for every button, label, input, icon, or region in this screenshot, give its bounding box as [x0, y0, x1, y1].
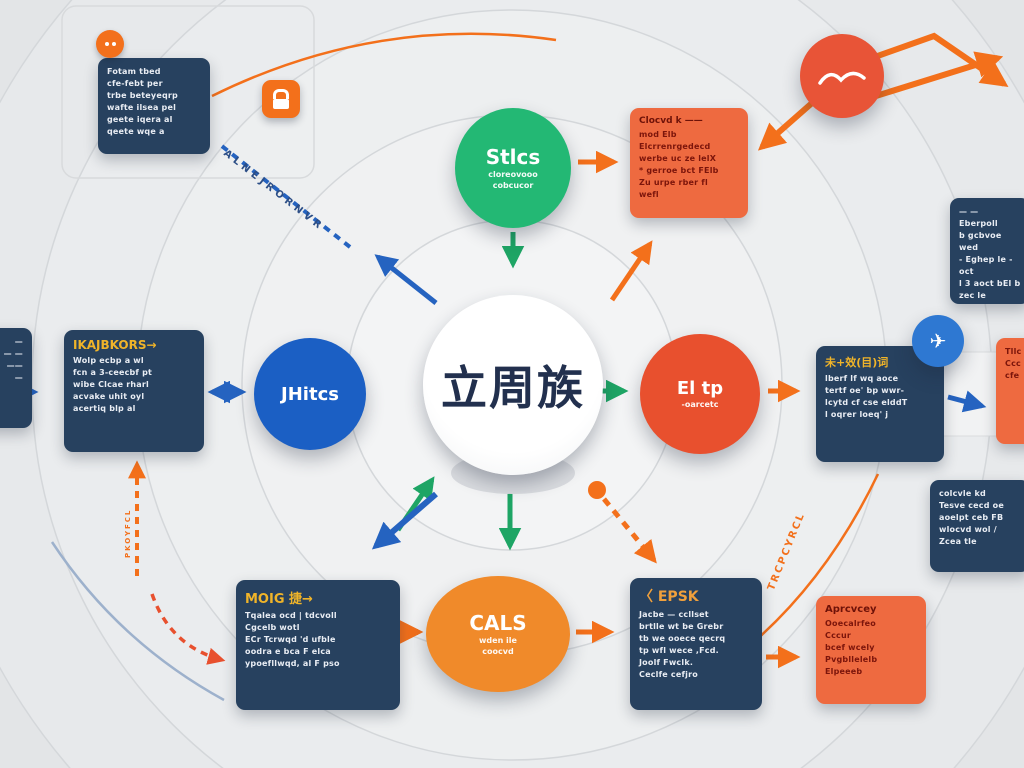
- card-top-orange-heading: Clocvd k ——: [639, 116, 703, 126]
- card-right-lower-text: colcvle kd Tesve cecd oe aoelpt ceb FB w…: [939, 489, 1004, 546]
- card-bottom-right-text: Ooecalrfeo Cccur bcef wcely Pvgbllelelb …: [825, 619, 878, 676]
- node-orange-title: CALS: [469, 610, 527, 635]
- card-top-left: Fotam tbed cfe-febt per trbe beteyeqrp w…: [98, 58, 210, 154]
- center-label: 立周族: [441, 361, 585, 415]
- card-right-mid: 未+效(目)词 lberf lf wq aoce tertf oe' bp ww…: [816, 346, 944, 462]
- card-right-mid-heading: 未+效(目)词: [825, 356, 889, 369]
- node-orange-circle: CALS wden ile coocvd: [426, 576, 570, 692]
- card-left-heading: IKAJBKORS→: [73, 338, 157, 352]
- thick-orange-line: [875, 51, 1004, 99]
- card-top-orange: Clocvd k —— mod Elb Elcrrenrgedecd werbe…: [630, 108, 748, 218]
- node-red-subtitle: -oarcetc: [681, 399, 719, 409]
- dot-icon: [104, 42, 109, 46]
- arrow-center-to-orange-card: [609, 240, 653, 302]
- card-bottom-left-heading: MOIG 捷→: [245, 592, 313, 607]
- card-left-edge: — — — —— —: [0, 328, 32, 428]
- orange-dot-node: [588, 481, 606, 499]
- card-bottom-mid-heading: 〈 EPSK: [639, 589, 699, 605]
- bird-circle: [800, 34, 884, 118]
- card-far-right-text: Tllc Ccc cfe: [1005, 347, 1022, 380]
- node-green-subtitle: cloreovooo cobcucor: [488, 169, 538, 190]
- dashed-arc-bottomleft: [150, 593, 226, 665]
- card-left-edge-text: — — — —— —: [3, 337, 23, 382]
- node-green-title: Stlcs: [485, 144, 541, 169]
- bird-icon: [818, 71, 866, 85]
- card-left-text: Wolp ecbp a wl fcn a 3-ceecbf pt wibe Cl…: [73, 356, 153, 413]
- badge-blue-circle: ✈: [912, 315, 964, 367]
- node-center-circle: 立周族: [423, 295, 603, 475]
- dashed-arrow-center-to-epsk: [602, 497, 657, 564]
- card-far-right: Tllc Ccc cfe: [996, 338, 1024, 444]
- dashed-blue-diagonal: [216, 141, 352, 249]
- card-bottom-left: MOIG 捷→ Tqalea ocd | tdcvoll Cgcelb wotl…: [236, 580, 400, 710]
- arrow-center-upleft: [374, 254, 438, 305]
- card-bottom-left-text: Tqalea ocd | tdcvoll Cgcelb wotl ECr Tcr…: [245, 611, 340, 668]
- card-right-mid-text: lberf lf wq aoce tertf oe' bp wwr- lcytd…: [825, 374, 908, 419]
- arrow-right-card-to-far-right: [947, 390, 987, 413]
- card-top-orange-text: mod Elb Elcrrenrgedecd werbe uc ze lelX …: [639, 130, 719, 199]
- lock-icon: [273, 89, 289, 109]
- thin-blue-arc-bottomleft: [50, 541, 225, 702]
- badge-orange-square: [262, 80, 300, 118]
- card-left: IKAJBKORS→ Wolp ecbp a wl fcn a 3-ceecbf…: [64, 330, 204, 452]
- card-bottom-mid-text: Jacbe — ccllset brtlle wt be Grebr tb we…: [639, 610, 726, 679]
- bg-outline-square: [61, 5, 315, 179]
- card-bottom-mid: 〈 EPSK Jacbe — ccllset brtlle wt be Greb…: [630, 578, 762, 710]
- node-blue-title: JHitcs: [281, 383, 339, 405]
- card-bottom-right: Aprcvcey Ooecalrfeo Cccur bcef wcely Pvg…: [816, 596, 926, 704]
- node-green-circle: Stlcs cloreovooo cobcucor: [455, 108, 571, 228]
- card-top-left-text: Fotam tbed cfe-febt per trbe beteyeqrp w…: [107, 67, 178, 136]
- plane-icon: ✈: [929, 329, 947, 353]
- arrow-bird-circle-to-orange-card: [757, 100, 814, 151]
- card-right-top: — — Eberpoll b gcbvoe wed - Eghep le - o…: [950, 198, 1024, 304]
- node-red-circle: El tp -oarcetc: [640, 334, 760, 454]
- thin-orange-arc-top: [211, 32, 557, 98]
- card-right-lower: colcvle kd Tesve cecd oe aoelpt ceb FB w…: [930, 480, 1024, 572]
- arrow-center-downleft: [371, 491, 438, 550]
- dots-badge: [96, 30, 124, 58]
- node-red-title: El tp: [676, 377, 724, 399]
- dot-icon: [111, 42, 116, 46]
- node-orange-subtitle: wden ile coocvd: [479, 635, 517, 656]
- node-blue-circle: JHitcs: [254, 338, 366, 450]
- card-bottom-right-heading: Aprcvcey: [825, 604, 877, 615]
- label-left-vertical: PKOYFCL: [124, 508, 132, 558]
- card-right-top-text: — — Eberpoll b gcbvoe wed - Eghep le - o…: [959, 207, 1021, 300]
